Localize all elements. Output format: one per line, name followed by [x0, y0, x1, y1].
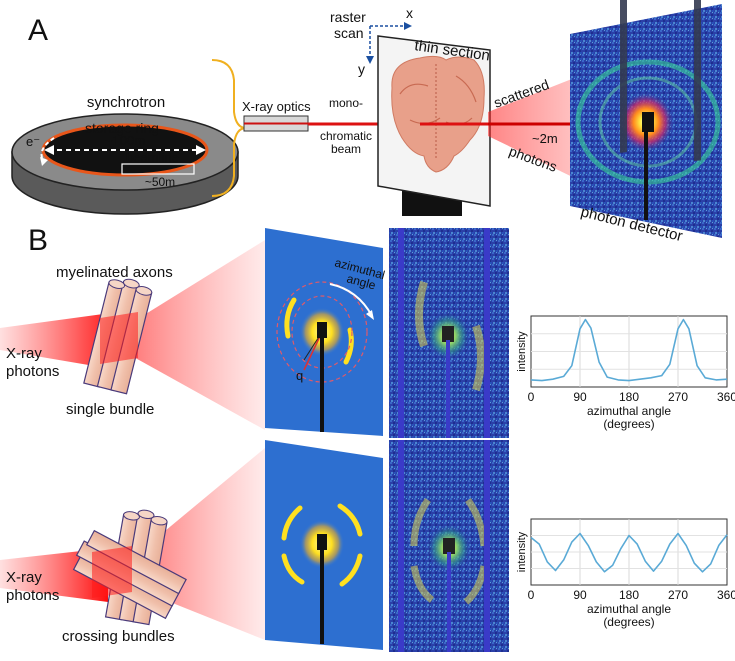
beamline-label: beamline	[126, 150, 179, 165]
beamline-box	[121, 163, 195, 175]
brain-section	[391, 55, 485, 173]
synchrotron	[11, 113, 239, 215]
beam-label-1: mono-	[329, 96, 363, 110]
raster-label-1: raster	[330, 9, 366, 25]
storage-ring-label: storage ring	[85, 120, 159, 136]
xray-label-b2-1: X-ray	[6, 569, 42, 586]
panel-b-label: B	[28, 224, 48, 257]
beamline-size-label: ~50m	[145, 175, 175, 189]
measured-detector-b1	[389, 228, 509, 438]
raster-axes	[366, 22, 412, 64]
xray-label-b1-2: photons	[6, 363, 59, 380]
x-tick-label: 0	[528, 588, 535, 602]
axis-y-label: y	[358, 61, 365, 77]
intensity-series-line	[530, 532, 728, 573]
xray-beam-b1	[0, 312, 118, 370]
x-axis-label-units: (degrees)	[603, 417, 654, 431]
detector-a	[570, 0, 722, 238]
x-tick-label: 180	[619, 390, 639, 404]
x-tick-label: 180	[619, 588, 639, 602]
y-axis-label: intensity	[516, 531, 528, 572]
distance-label: ~2m	[532, 131, 558, 146]
single-bundle	[83, 278, 153, 395]
x-axis-label-units: (degrees)	[603, 615, 654, 629]
x-tick-label: 90	[573, 390, 587, 404]
electron-label: e⁻	[26, 134, 40, 149]
y-axis-label: intensity	[516, 331, 528, 372]
ring-size-label: ~100m	[105, 133, 145, 148]
raster-label-2: scan	[334, 25, 364, 41]
scatter-cone-b1	[120, 240, 265, 430]
panel-a-label: A	[28, 14, 48, 47]
xray-label-b2-2: photons	[6, 587, 59, 604]
synchrotron-title: synchrotron	[87, 94, 165, 111]
beam-label-2: chromatic	[320, 129, 372, 143]
beam-label-3: beam	[331, 142, 361, 156]
x-tick-label: 270	[668, 588, 688, 602]
intensity-series-line	[530, 318, 728, 382]
azimuthal-profile-crossing: 0 90 180 270 360 intensity azimuthal angle (…	[516, 518, 735, 629]
x-tick-label: 90	[573, 588, 587, 602]
schematic-detector-b1	[265, 228, 383, 436]
xray-optics-label: X-ray optics	[242, 99, 311, 114]
q-vector	[303, 331, 323, 371]
x-tick-label: 360	[717, 588, 735, 602]
measured-detector-b2	[389, 440, 509, 652]
axis-x-label: x	[406, 5, 413, 21]
schematic-detector-b2	[265, 440, 383, 650]
crossing-bundles	[72, 509, 187, 626]
x-tick-label: 360	[717, 390, 735, 404]
xray-label-b1-1: X-ray	[6, 345, 42, 362]
x-tick-label: 270	[668, 390, 688, 404]
azimuthal-profile-single: 0 90 180 270 360 intensity azimuthal angle (…	[516, 315, 735, 431]
axons-title: myelinated axons	[56, 264, 173, 281]
x-axis-label: azimuthal angle	[587, 602, 671, 616]
q-label: q	[296, 368, 303, 383]
electron-path-arrow	[40, 137, 55, 163]
crossing-bundles-label: crossing bundles	[62, 628, 175, 645]
single-bundle-label: single bundle	[66, 401, 154, 418]
x-axis-label: azimuthal angle	[587, 404, 671, 418]
x-tick-label: 0	[528, 390, 535, 404]
